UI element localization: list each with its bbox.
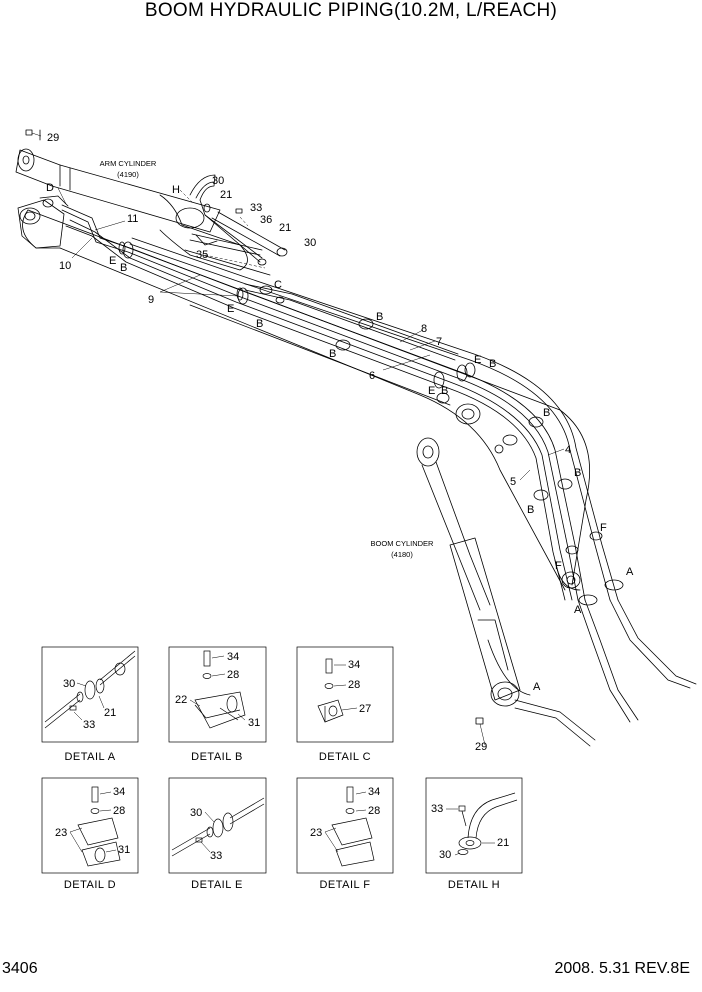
detail-d-31: 31 [118, 844, 130, 856]
callout-4: 4 [565, 444, 571, 456]
detail-a-caption: DETAIL A [64, 751, 115, 763]
boom-cylinder-label: BOOM CYLINDER [371, 539, 435, 548]
callout-B: B [120, 262, 127, 274]
detail-b-31: 31 [248, 717, 260, 729]
callout-35: 35 [196, 249, 208, 261]
boom-cylinder-code: (4180) [391, 550, 413, 559]
pipe-bundle [61, 204, 697, 723]
detail-c: 34 28 27 DETAIL C [317, 658, 371, 763]
detail-c-28: 28 [348, 679, 360, 691]
detail-f-28: 28 [368, 805, 380, 817]
detail-f-caption: DETAIL F [319, 879, 370, 891]
page-title: BOOM HYDRAULIC PIPING(10.2M, L/REACH) [144, 0, 558, 21]
callout-F: F [600, 522, 607, 534]
arm-cylinder-label: ARM CYLINDER [100, 159, 157, 168]
detail-b: 34 28 22 31 DETAIL B [175, 650, 260, 763]
callout-29b: 29 [475, 741, 487, 753]
detail-frames [41, 646, 523, 874]
callout-B3: B [376, 311, 383, 323]
detail-a: 30 21 33 DETAIL A [44, 650, 136, 763]
arm-hoses [189, 174, 288, 266]
detail-d-caption: DETAIL D [64, 879, 116, 891]
callout-7: 7 [436, 336, 442, 348]
boom-structure [22, 209, 591, 591]
detail-a-21: 21 [104, 707, 116, 719]
date-revision: 2008. 5.31 REV.8E [554, 960, 690, 977]
callout-A: A [626, 566, 634, 578]
callout-leaders [31, 132, 565, 746]
detail-a-33: 33 [83, 719, 95, 731]
detail-h-21: 21 [497, 837, 509, 849]
detail-b-34: 34 [227, 651, 239, 663]
callout-8: 8 [421, 323, 427, 335]
detail-e-33: 33 [210, 850, 222, 862]
pipe-clamps [118, 241, 624, 606]
callout-21: 21 [220, 189, 232, 201]
detail-h-caption: DETAIL H [448, 879, 500, 891]
detail-b-28: 28 [227, 669, 239, 681]
callout-E4: E [428, 385, 435, 397]
main-view-labels: ARM CYLINDER (4190) BOOM CYLINDER (4180)… [46, 132, 634, 753]
callout-D: D [46, 182, 54, 194]
callout-B4: B [329, 348, 336, 360]
callout-C: C [274, 279, 282, 291]
callout-E3: E [474, 354, 481, 366]
callout-A3: A [533, 681, 541, 693]
callout-9: 9 [148, 294, 154, 306]
detail-c-27: 27 [359, 703, 371, 715]
callout-B8: B [574, 467, 581, 479]
detail-d: 34 28 23 31 DETAIL D [55, 786, 130, 891]
leader-lines [179, 189, 266, 269]
arm-cylinder-code: (4190) [117, 170, 139, 179]
detail-d-28: 28 [113, 805, 125, 817]
callout-29: 29 [47, 132, 59, 144]
callout-B9: B [527, 504, 534, 516]
callout-A2: A [574, 604, 582, 616]
detail-b-22: 22 [175, 694, 187, 706]
detail-h-30: 30 [439, 849, 451, 861]
callout-F2: F [555, 560, 562, 572]
detail-c-34: 34 [348, 659, 360, 671]
callout-B7: B [543, 407, 550, 419]
callout-B5: B [489, 358, 496, 370]
boom-foot [17, 195, 69, 249]
detail-e-caption: DETAIL E [191, 879, 243, 891]
callout-5: 5 [510, 476, 516, 488]
detail-h-33: 33 [431, 803, 443, 815]
callout-E: E [109, 255, 116, 267]
callout-E2: E [227, 303, 234, 315]
detail-d-23: 23 [55, 827, 67, 839]
callout-B6: B [441, 385, 448, 397]
boom-cylinder [416, 437, 596, 747]
callout-11: 11 [127, 213, 138, 225]
arm-cylinder [15, 129, 271, 276]
callout-33: 33 [250, 202, 262, 214]
callout-B2: B [256, 318, 263, 330]
detail-h: 33 21 30 DETAIL H [431, 792, 518, 891]
detail-a-30: 30 [63, 678, 75, 690]
detail-f-34: 34 [368, 786, 380, 798]
callout-6: 6 [369, 370, 375, 382]
detail-e: 30 33 DETAIL E [171, 797, 265, 891]
callout-30b: 30 [304, 237, 316, 249]
callout-21b: 21 [279, 222, 291, 234]
detail-f-23: 23 [310, 827, 322, 839]
callout-30: 30 [212, 175, 224, 187]
page-number: 3406 [2, 960, 38, 977]
callout-36: 36 [260, 214, 272, 226]
detail-c-caption: DETAIL C [319, 751, 371, 763]
detail-b-caption: DETAIL B [191, 751, 243, 763]
detail-e-30: 30 [190, 807, 202, 819]
detail-d-34: 34 [113, 786, 125, 798]
callout-10: 10 [59, 260, 71, 272]
callout-H: H [172, 184, 180, 196]
detail-f: 34 28 23 DETAIL F [310, 786, 380, 891]
